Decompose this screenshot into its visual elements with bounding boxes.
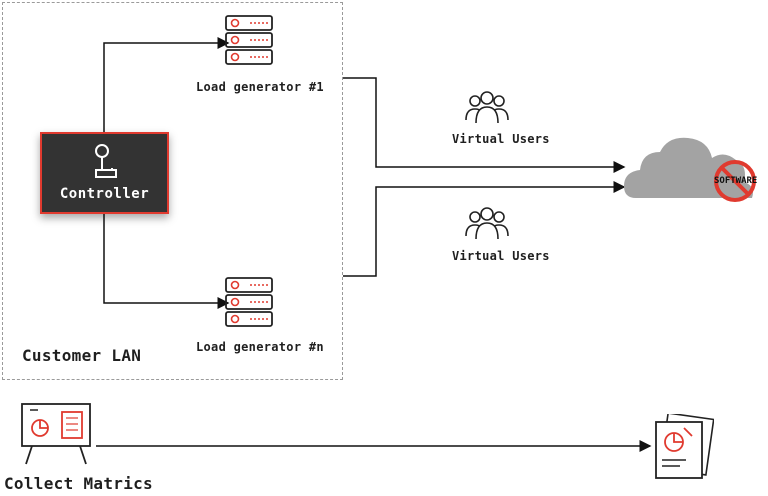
server-stack-icon xyxy=(225,277,273,327)
connector-lgn-to-cloud xyxy=(343,181,626,277)
user-group-icon xyxy=(465,207,509,240)
server-stack-icon xyxy=(225,15,273,65)
connector-controller-to-lg1 xyxy=(103,37,230,132)
prohibited-sign-icon xyxy=(714,160,756,202)
virtual-users-top-label: Virtual Users xyxy=(452,132,550,146)
customer-lan-boundary xyxy=(2,2,343,380)
software-badge-label: SOFTWARE xyxy=(714,176,758,186)
load-generator-n-label: Load generator #n xyxy=(196,340,324,354)
controller-label: Controller xyxy=(59,186,150,202)
user-group-icon xyxy=(465,91,509,124)
presentation-board-icon xyxy=(21,403,91,465)
collect-metrics-label: Collect Matrics xyxy=(4,474,153,493)
controller-node[interactable]: Controller xyxy=(40,132,169,214)
cloud-icon xyxy=(624,137,753,198)
joystick-icon xyxy=(95,144,117,178)
virtual-users-bottom-label: Virtual Users xyxy=(452,249,550,263)
connector-controller-to-lgn xyxy=(103,214,230,309)
report-document-icon xyxy=(655,414,714,479)
connector-lg1-to-cloud xyxy=(343,77,626,173)
customer-lan-label: Customer LAN xyxy=(22,346,142,365)
load-generator-1-label: Load generator #1 xyxy=(196,80,324,94)
